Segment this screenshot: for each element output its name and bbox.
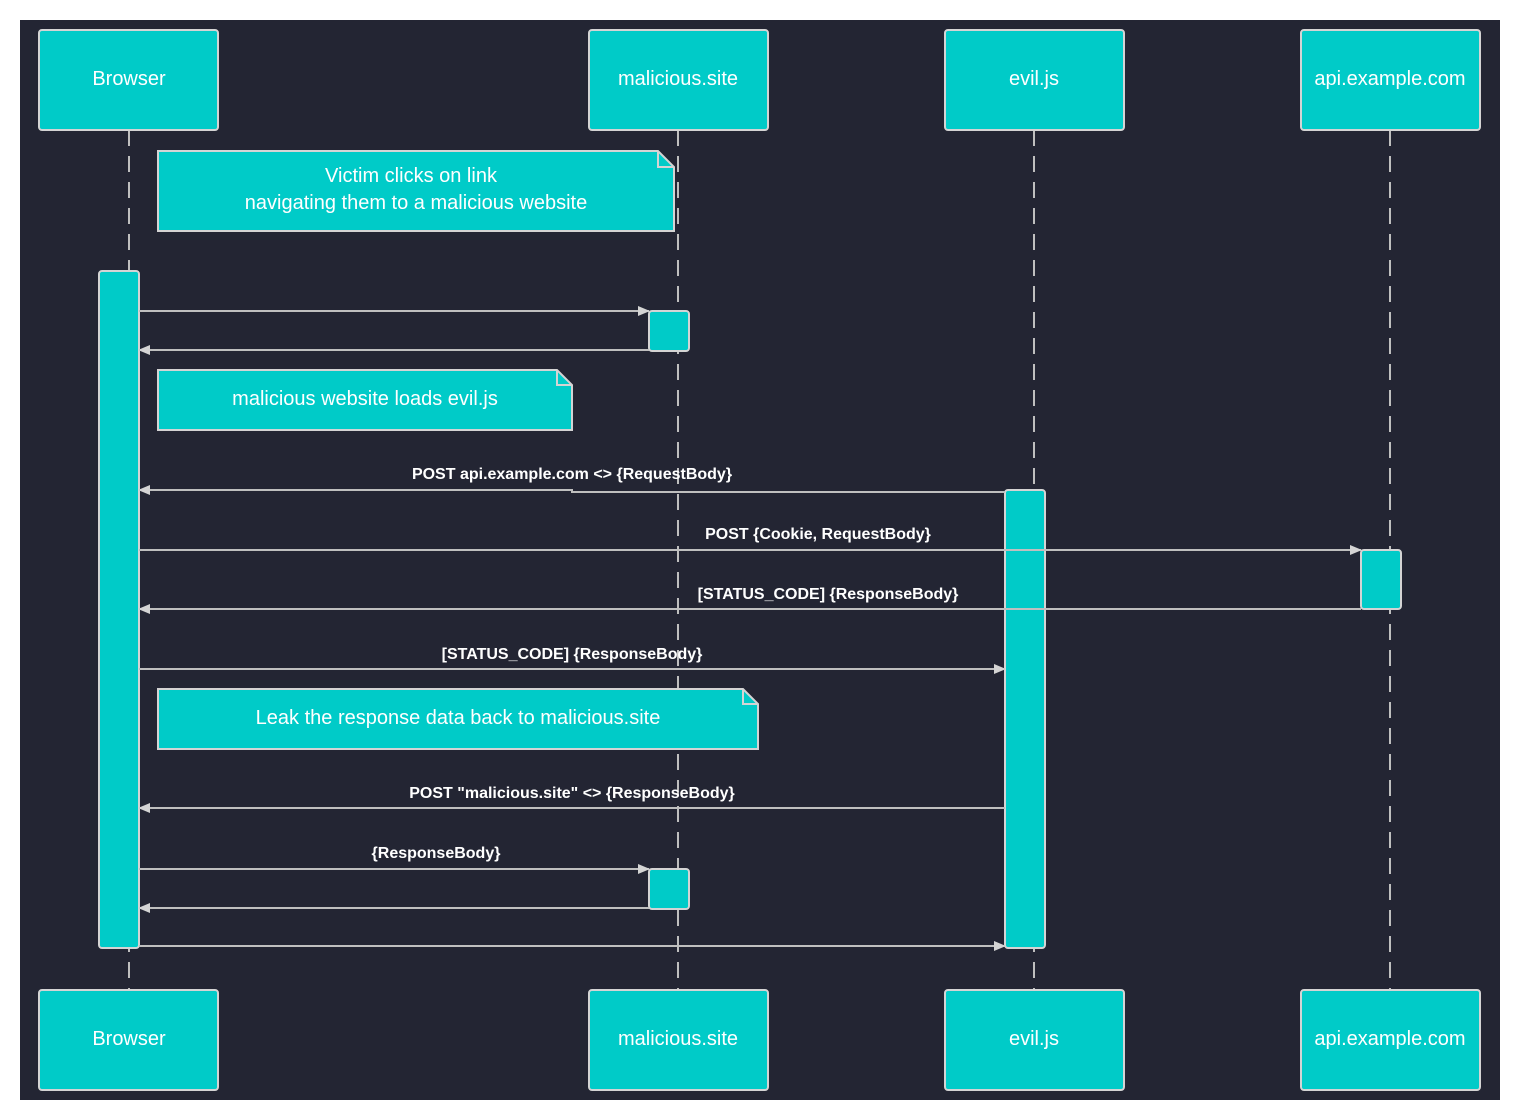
participant-label: Browser <box>92 1028 166 1050</box>
participant-api-example-com-top: api.example.com <box>1300 29 1481 131</box>
participant-label: malicious.site <box>618 1028 738 1050</box>
note-line: navigating them to a malicious website <box>245 192 587 214</box>
activation-malicious-site-2 <box>648 868 690 910</box>
note-leak-response: Leak the response data back to malicious… <box>157 688 759 750</box>
participant-label: Browser <box>92 68 166 90</box>
message-label-m3: POST api.example.com <> {RequestBody} <box>412 466 732 483</box>
message-label-m4: POST {Cookie, RequestBody} <box>705 526 931 543</box>
participant-api-example-com-bottom: api.example.com <box>1300 989 1481 1091</box>
participant-malicious-site-bottom: malicious.site <box>588 989 769 1091</box>
participant-browser-bottom: Browser <box>38 989 219 1091</box>
participant-label: malicious.site <box>618 68 738 90</box>
participant-evil-js-bottom: evil.js <box>944 989 1125 1091</box>
participant-label: api.example.com <box>1314 68 1465 90</box>
note-victim-clicks: Victim clicks on link navigating them to… <box>157 150 675 232</box>
participant-label: evil.js <box>1009 68 1059 90</box>
note-line: Leak the response data back to malicious… <box>256 707 661 729</box>
message-label-m6: [STATUS_CODE] {ResponseBody} <box>442 646 703 663</box>
note-line: malicious website loads evil.js <box>232 388 498 410</box>
message-label-m8: {ResponseBody} <box>372 845 501 862</box>
activation-malicious-site-1 <box>648 310 690 352</box>
participant-label: api.example.com <box>1314 1028 1465 1050</box>
note-line: Victim clicks on link <box>325 165 498 187</box>
participant-browser-top: Browser <box>38 29 219 131</box>
message-label-m7: POST "malicious.site" <> {ResponseBody} <box>409 785 735 802</box>
message-arrow-m3 <box>138 485 1005 495</box>
participant-evil-js-top: evil.js <box>944 29 1125 131</box>
activation-evil-js <box>1004 489 1046 949</box>
note-loads-evil-js: malicious website loads evil.js <box>157 369 573 431</box>
activation-browser <box>98 270 140 949</box>
participant-label: evil.js <box>1009 1028 1059 1050</box>
activation-api-example-com <box>1360 549 1402 610</box>
participant-malicious-site-top: malicious.site <box>588 29 769 131</box>
message-label-m5: [STATUS_CODE] {ResponseBody} <box>698 586 959 603</box>
